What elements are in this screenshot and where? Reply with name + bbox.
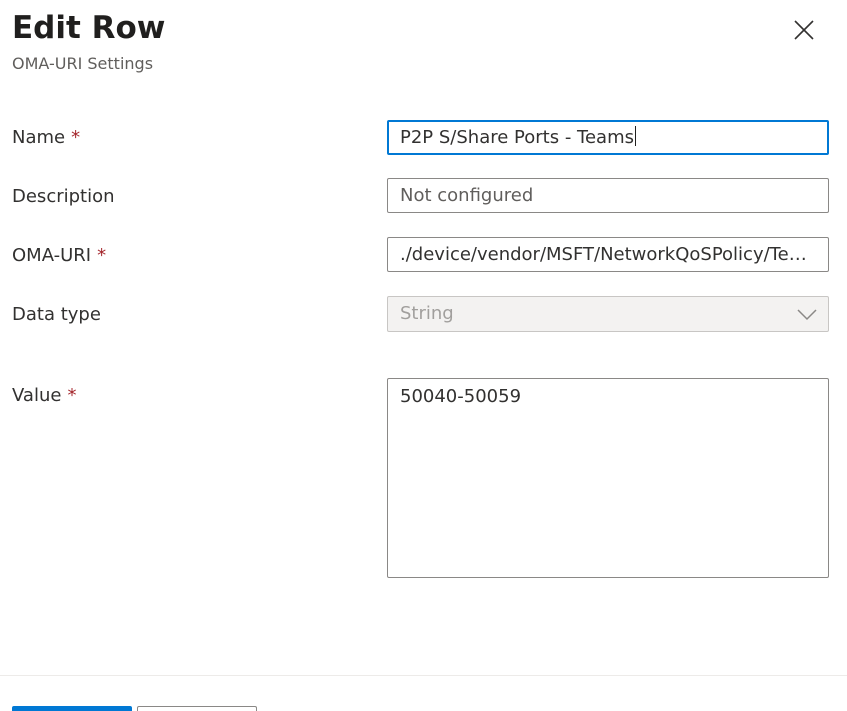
- close-icon: [794, 20, 814, 40]
- page-title: Edit Row: [12, 10, 166, 46]
- required-marker: *: [67, 385, 77, 406]
- data-type-selected: String: [400, 303, 454, 324]
- footer-divider: [0, 675, 847, 676]
- oma-uri-label: OMA-URI*: [12, 244, 106, 268]
- data-type-label: Data type: [12, 303, 101, 327]
- description-input[interactable]: Not configured: [387, 178, 829, 213]
- oma-uri-label-text: OMA-URI: [12, 245, 92, 266]
- secondary-button[interactable]: [137, 706, 257, 711]
- description-label: Description: [12, 185, 115, 209]
- value-textarea[interactable]: 50040-50059: [387, 378, 829, 578]
- value-textarea-content: 50040-50059: [400, 386, 522, 407]
- required-marker: *: [71, 127, 81, 148]
- data-type-dropdown[interactable]: String: [387, 296, 829, 332]
- page-subtitle: OMA-URI Settings: [12, 54, 154, 73]
- chevron-down-icon: [797, 309, 817, 321]
- name-input-value: P2P S/Share Ports - Teams: [400, 127, 634, 148]
- oma-uri-input-value: ./device/vendor/MSFT/NetworkQoSPolicy/Te…: [400, 244, 817, 265]
- required-marker: *: [97, 245, 107, 266]
- text-caret: [635, 126, 636, 146]
- data-type-label-text: Data type: [12, 304, 101, 325]
- value-label: Value*: [12, 384, 76, 408]
- name-input[interactable]: P2P S/Share Ports - Teams: [387, 120, 829, 155]
- name-label-text: Name: [12, 127, 66, 148]
- name-label: Name*: [12, 126, 80, 150]
- close-button[interactable]: [786, 12, 822, 48]
- value-label-text: Value: [12, 385, 62, 406]
- description-input-placeholder: Not configured: [400, 185, 534, 206]
- description-label-text: Description: [12, 186, 115, 207]
- primary-button[interactable]: [12, 706, 132, 711]
- oma-uri-input[interactable]: ./device/vendor/MSFT/NetworkQoSPolicy/Te…: [387, 237, 829, 272]
